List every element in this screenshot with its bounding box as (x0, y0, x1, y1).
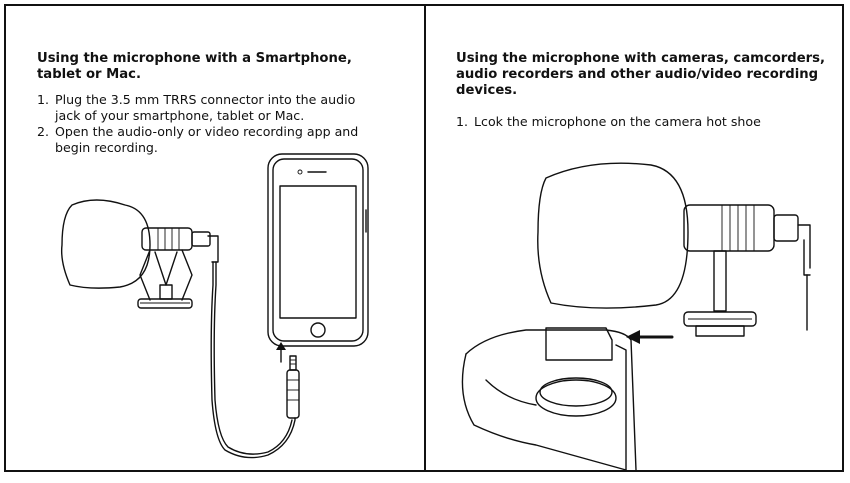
smartphone-icon (267, 153, 369, 347)
smartphone-heading: Using the microphone with a Smartphone, … (37, 51, 352, 82)
panel-divider (424, 4, 426, 472)
arrow-left-icon (626, 330, 674, 344)
step-item: 1.Plug the 3.5 mm TRRS connector into th… (37, 92, 356, 123)
windscreen-icon (537, 162, 689, 309)
camera-steps: 1.Lcok the microphone on the camera hot … (456, 114, 826, 130)
step-item: 1.Lcok the microphone on the camera hot … (456, 114, 761, 129)
microphone-camera-hotshoe-illustration (461, 162, 811, 471)
smartphone-steps: 1.Plug the 3.5 mm TRRS connector into th… (37, 92, 382, 156)
hot-shoe-foot-icon (683, 250, 757, 337)
microphone-body-icon (141, 227, 219, 263)
windscreen-icon (60, 199, 151, 289)
camera-icon (461, 327, 637, 471)
microphone-body-icon (683, 204, 811, 331)
microphone-smartphone-illustration (60, 153, 369, 459)
camera-heading: Using the microphone with cameras, camco… (456, 51, 826, 98)
step-item: 2.Open the audio-only or video recording… (37, 124, 359, 155)
shock-mount-icon (137, 249, 193, 309)
trrs-plug-icon (286, 355, 300, 419)
